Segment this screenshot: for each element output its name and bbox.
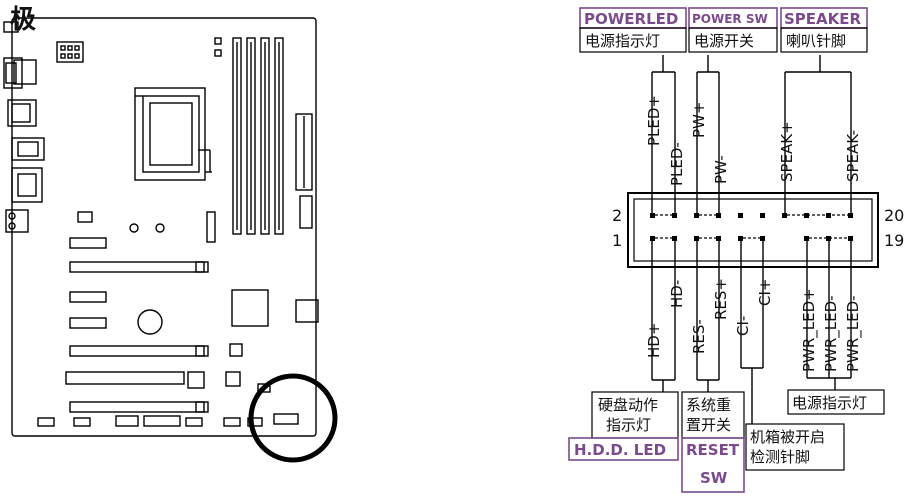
bottom-leads bbox=[651, 238, 852, 424]
pin-label-pled-minus: PLED- bbox=[668, 142, 686, 186]
pin-label-ci-plus: CI+ bbox=[756, 279, 774, 306]
pin-label-pw-minus: PW- bbox=[712, 155, 730, 184]
chassis-cn-line-1: 机箱被开启 bbox=[750, 428, 825, 446]
bottom-headers bbox=[37, 413, 299, 427]
pin-label-hd-minus: HD- bbox=[668, 280, 686, 308]
front-panel-header: 2 1 20 19 bbox=[612, 192, 904, 268]
reset-tag-line-2: SW bbox=[700, 469, 728, 487]
pwrled-cn-label: 电源指示灯 bbox=[792, 394, 867, 412]
pin-number-19: 19 bbox=[884, 231, 904, 250]
pin-label-speak-minus: SPEAK- bbox=[844, 130, 862, 182]
top-labels: POWERLED 电源指示灯 POWER SW 电源开关 SPEAKER 喇叭针… bbox=[579, 7, 868, 53]
hdd-cn-line-1: 硬盘动作 bbox=[598, 396, 658, 414]
top-pin-labels: PLED+ PLED- PW+ PW- SPEAK+ SPEAK- bbox=[645, 95, 862, 186]
pin-label-pwr-led-minus-2: PWR_LED- bbox=[844, 295, 863, 372]
reset-cn-line-2: 置开关 bbox=[686, 416, 731, 434]
pin-number-2: 2 bbox=[612, 206, 622, 225]
pin-number-1: 1 bbox=[612, 231, 622, 250]
pin-label-pwr-led-plus: PWR_LED+ bbox=[800, 288, 819, 372]
dimm-slots bbox=[232, 37, 284, 235]
speaker-cn-label: 喇叭针脚 bbox=[786, 32, 846, 50]
pin-label-pw-plus: PW+ bbox=[690, 102, 708, 138]
reset-tag-box bbox=[681, 437, 745, 493]
pin-row-bottom bbox=[650, 236, 853, 241]
header-highlight-circle bbox=[248, 373, 338, 463]
pin-label-pwr-led-minus-1: PWR_LED- bbox=[822, 295, 841, 372]
cpu-socket bbox=[134, 87, 212, 181]
chassis-cn-line-2: 检测针脚 bbox=[750, 448, 810, 466]
pin-label-speak-plus: SPEAK+ bbox=[778, 121, 796, 182]
pin-number-20: 20 bbox=[884, 206, 904, 225]
hdd-tag-box bbox=[568, 437, 679, 461]
pin-label-res-minus: RES- bbox=[690, 319, 708, 354]
powersw-tag: POWER SW bbox=[692, 12, 768, 26]
reset-cn-line-1: 系统重 bbox=[686, 396, 731, 414]
powerled-tag: POWERLED bbox=[584, 10, 678, 28]
hdd-tag: H.D.D. LED bbox=[574, 441, 666, 459]
board-outline bbox=[11, 17, 317, 437]
powerled-cn-label: 电源指示灯 bbox=[585, 32, 660, 50]
bottom-labels: 硬盘动作 指示灯 H.D.D. LED 系统重 置开关 RESET SW 机箱被… bbox=[568, 389, 885, 493]
pin-label-res-plus: RES+ bbox=[712, 278, 730, 320]
front-panel-header-on-board bbox=[273, 413, 299, 425]
pin-label-pled-plus: PLED+ bbox=[645, 95, 663, 146]
rear-io bbox=[3, 21, 45, 233]
cpu-power-connector bbox=[56, 41, 84, 63]
powersw-cn-label: 电源开关 bbox=[694, 32, 754, 50]
motherboard bbox=[3, 17, 338, 463]
bottom-pin-labels: HD+ HD- RES- RES+ CI- CI+ PWR_LED+ PWR_L… bbox=[645, 278, 863, 372]
top-leads bbox=[651, 55, 852, 214]
pin-label-hd-plus: HD+ bbox=[645, 323, 663, 358]
speaker-tag: SPEAKER bbox=[784, 10, 862, 28]
reset-tag-line-1: RESET bbox=[686, 441, 740, 459]
corner-character: 极 bbox=[10, 5, 37, 35]
expansion-slots bbox=[65, 237, 209, 413]
hdd-cn-line-2: 指示灯 bbox=[606, 416, 651, 434]
pin-row-top bbox=[650, 213, 853, 218]
atx-power-connector bbox=[295, 113, 313, 191]
pin-label-ci-minus: CI- bbox=[734, 316, 752, 336]
